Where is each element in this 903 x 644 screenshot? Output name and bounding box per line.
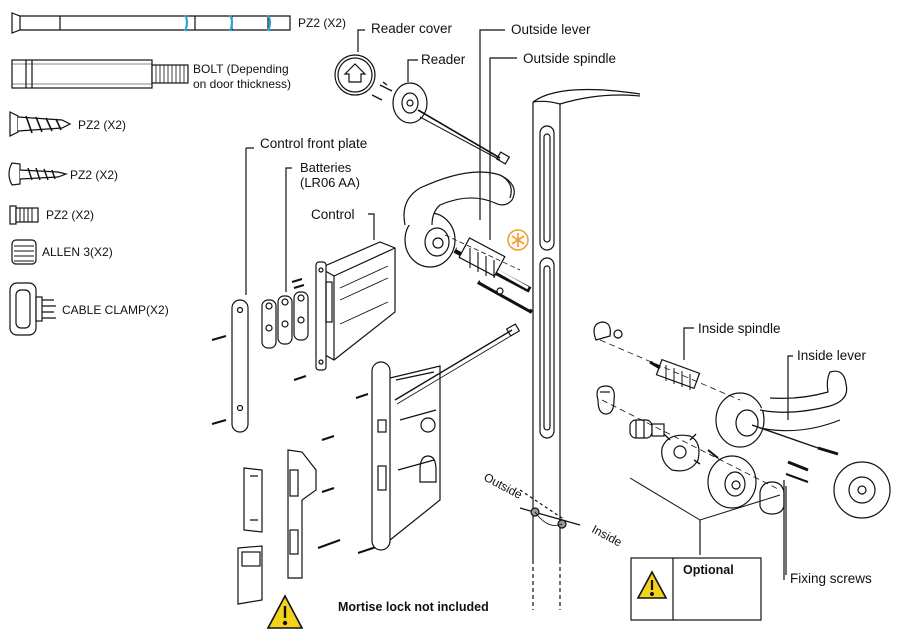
inside-lever-icon bbox=[715, 370, 848, 456]
inside-spindle-icon bbox=[649, 358, 701, 390]
cable-clamp-icon bbox=[9, 282, 56, 336]
reader-icon bbox=[371, 81, 511, 165]
parts-list-item-label: CABLE CLAMP(X2) bbox=[62, 303, 169, 317]
outer-rose-icon bbox=[833, 461, 891, 519]
outside-spindle-icon bbox=[453, 237, 533, 314]
inside-rose-icon bbox=[707, 455, 757, 509]
strike-plate-icon bbox=[287, 449, 317, 579]
short-screw-icon bbox=[9, 205, 39, 225]
optional-box bbox=[630, 557, 762, 621]
outside-lever-icon bbox=[403, 171, 515, 268]
parts-list-item-label: ALLEN 3(X2) bbox=[42, 245, 113, 259]
batteries-icon bbox=[261, 291, 309, 349]
countersunk-screw-icon bbox=[9, 111, 72, 137]
parts-list-item-label: PZ2 (X2) bbox=[70, 168, 119, 182]
leader-reader-cover bbox=[357, 29, 365, 52]
reader-cover-icon bbox=[334, 54, 376, 96]
long-screw-icon bbox=[11, 12, 291, 34]
callout-inside-lever: Inside lever bbox=[797, 348, 867, 363]
warning-icon bbox=[266, 594, 304, 629]
callout-control: Control bbox=[311, 207, 355, 222]
callout-reader-cover: Reader cover bbox=[371, 21, 453, 36]
callout-fixing-screws: Fixing screws bbox=[790, 571, 872, 586]
cylinder-icon bbox=[629, 419, 665, 439]
latch-parts-icon bbox=[237, 467, 263, 605]
optional-note: Optional bbox=[683, 563, 734, 577]
parts-list-item-label: PZ2 (X2) bbox=[46, 208, 95, 222]
callout-reader: Reader bbox=[421, 52, 466, 67]
callout-outside-lever: Outside lever bbox=[511, 22, 591, 37]
callout-inside-spindle: Inside spindle bbox=[698, 321, 781, 336]
asterisk-marker-icon bbox=[507, 229, 529, 251]
inside-mechanism-icon bbox=[661, 433, 719, 472]
bolt-icon bbox=[11, 59, 189, 89]
parts-list-item-label: PZ2 (X2) bbox=[78, 118, 127, 132]
screw-set-icon bbox=[211, 278, 377, 554]
callout-outside-spindle: Outside spindle bbox=[523, 51, 617, 66]
pan-screw-icon bbox=[8, 162, 69, 186]
callout-batteries: Batteries (LR06 AA) bbox=[300, 160, 360, 190]
callout-control-front-plate: Control front plate bbox=[260, 136, 368, 151]
mortise-lock-icon bbox=[371, 323, 521, 551]
parts-list-item-label: PZ2 (X2) bbox=[298, 16, 347, 30]
door-icon bbox=[519, 88, 641, 610]
inside-cover-icon bbox=[593, 321, 623, 415]
allen-screw-icon bbox=[11, 239, 37, 265]
control-unit-icon bbox=[315, 241, 396, 371]
parts-list-item-label: BOLT (Depending on door thickness) bbox=[193, 62, 292, 91]
warning-icon bbox=[636, 570, 668, 599]
control-front-plate-icon bbox=[231, 299, 249, 433]
mortise-note: Mortise lock not included bbox=[338, 600, 489, 614]
